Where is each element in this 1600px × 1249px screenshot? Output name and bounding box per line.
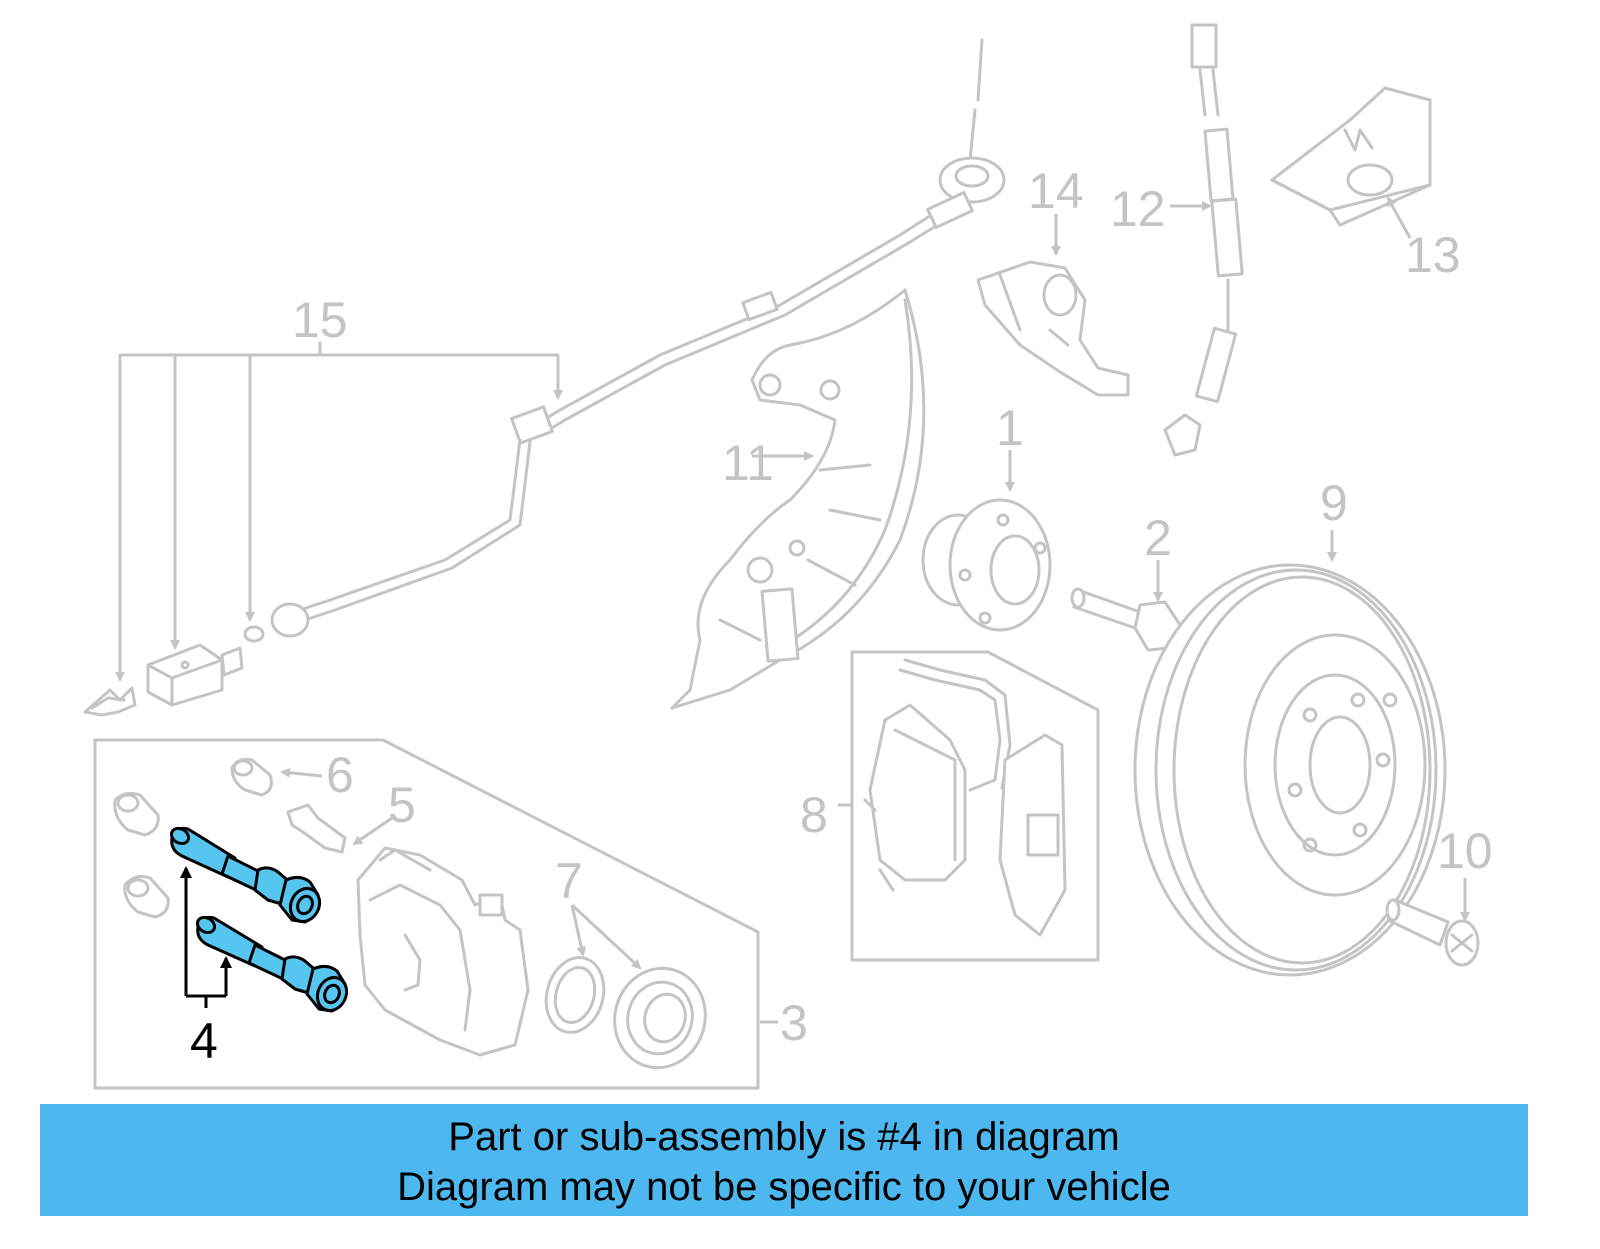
- callout-8: 8: [800, 787, 828, 843]
- callout-1: 1: [996, 400, 1024, 456]
- info-banner: Part or sub-assembly is #4 in diagram Di…: [40, 1104, 1528, 1216]
- callout-10: 10: [1437, 823, 1493, 879]
- callout-7: 7: [555, 853, 583, 909]
- callout-15: 15: [292, 292, 348, 348]
- guide-pin-upper: [169, 826, 322, 924]
- part-1-wheel-hub: [921, 498, 1052, 632]
- part-9-brake-disc: [1133, 563, 1447, 977]
- part-3-caliper-assembly: [93, 738, 760, 1090]
- callout-11: 11: [722, 435, 774, 491]
- callout-2: 2: [1144, 510, 1172, 566]
- callout-14: 14: [1028, 163, 1084, 219]
- callout-5: 5: [388, 777, 416, 833]
- callout-leaders: [280, 196, 1470, 1024]
- part-12-wear-sensor: [1163, 23, 1244, 457]
- part-11-splash-shield: [670, 288, 926, 710]
- part-13-bracket: [1270, 86, 1432, 227]
- banner-line-2: Diagram may not be specific to your vehi…: [397, 1165, 1171, 1209]
- part-14-speed-sensor: [976, 260, 1130, 397]
- callout-13: 13: [1405, 227, 1461, 283]
- callout-9: 9: [1320, 475, 1348, 531]
- part-8-brake-pads: [850, 650, 1100, 962]
- callout-labels: 1 2 3 4 5 6 7 8 9 10 11 12 13 14 15: [190, 163, 1493, 1069]
- part-2-hub-bolt: [1070, 587, 1182, 652]
- callout-6: 6: [326, 747, 354, 803]
- banner-line-1: Part or sub-assembly is #4 in diagram: [448, 1115, 1120, 1159]
- guide-pin-lower: [195, 915, 349, 1013]
- callout-3: 3: [780, 995, 808, 1051]
- part-15-sensor-wire: [83, 38, 1006, 717]
- callout-4: 4: [190, 1013, 218, 1069]
- callout-12: 12: [1110, 181, 1166, 237]
- part-4-guide-pins: [169, 826, 349, 1013]
